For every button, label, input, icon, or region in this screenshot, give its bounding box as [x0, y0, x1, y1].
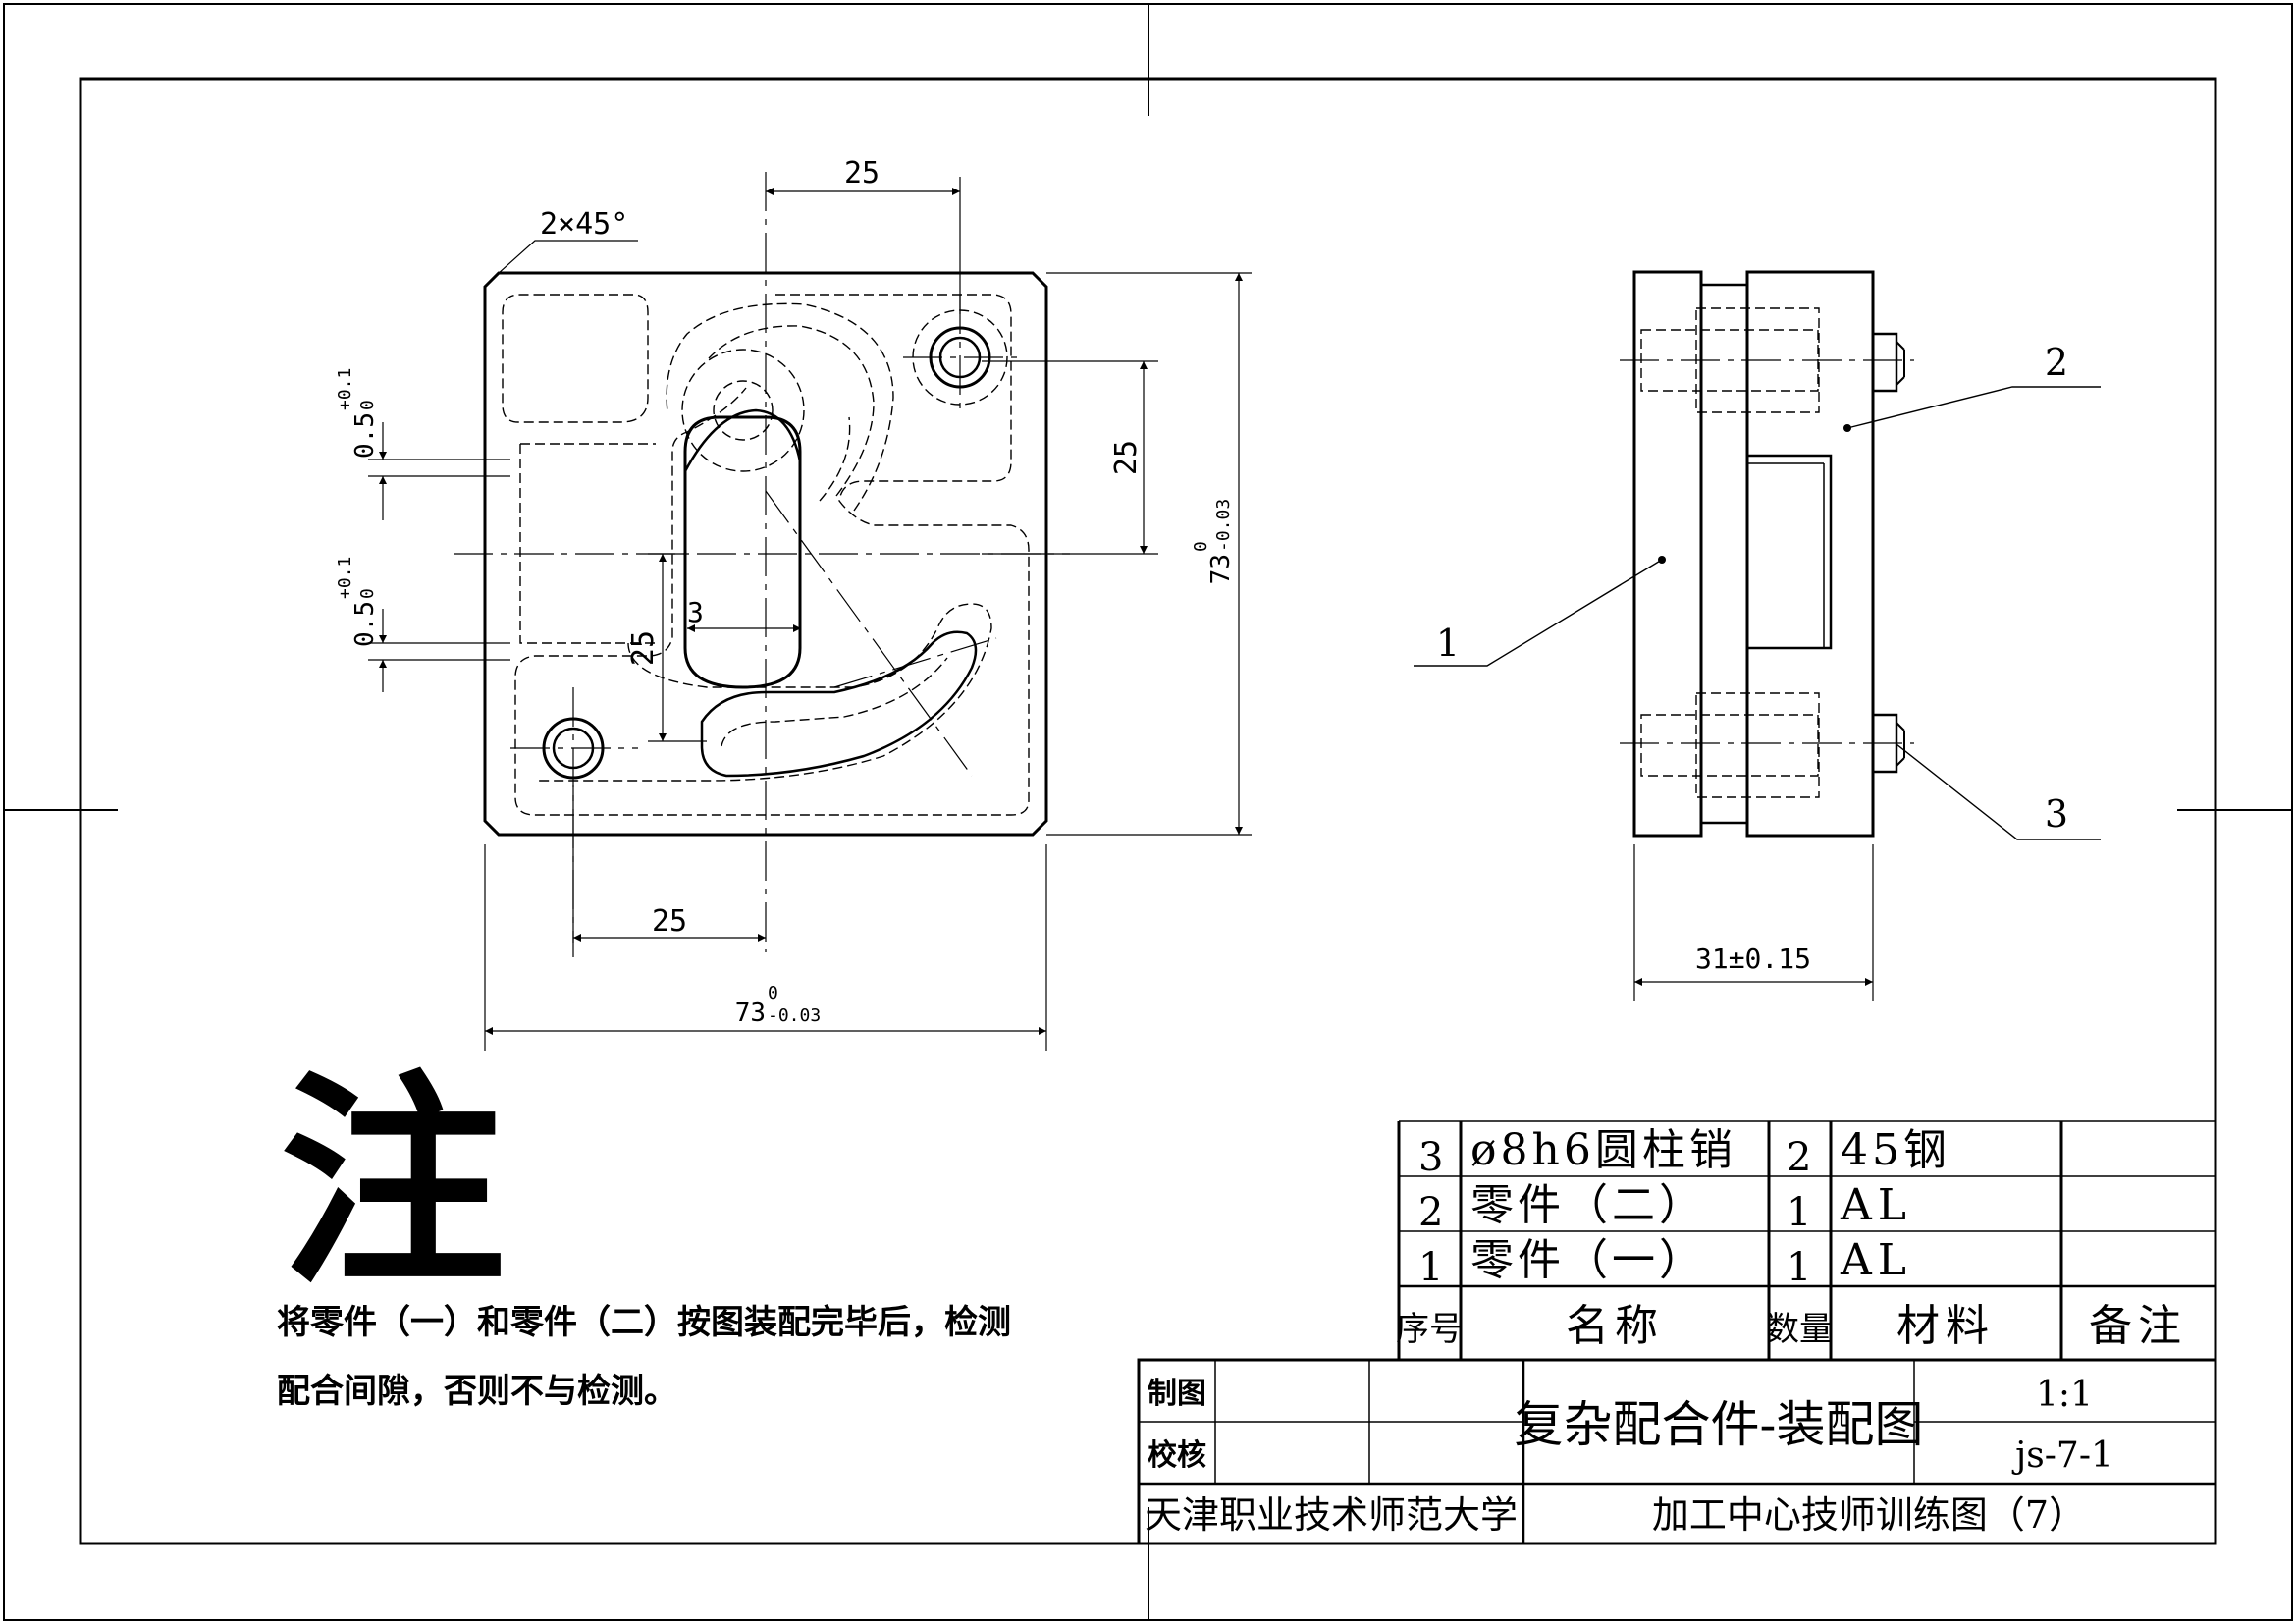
drawn-label: 制图	[1148, 1377, 1206, 1411]
scale: 1:1	[2036, 1375, 2093, 1415]
note-line-2: 配合间隙，否则不与检测。	[277, 1372, 677, 1411]
side-hidden-lines	[1640, 307, 1820, 798]
width-main: 73	[735, 999, 766, 1028]
bom-header-remark: 备注	[2089, 1301, 2187, 1351]
bom-row-2-material: AL	[1840, 1180, 1912, 1230]
side-center-lines	[1620, 359, 1914, 744]
gap-tol-upper-2: +0.1	[335, 557, 355, 599]
dimension-lines	[368, 177, 1252, 1051]
note-heading: 注	[280, 1051, 506, 1316]
dim-height-73: 73 0 -0.03	[1191, 499, 1236, 585]
dim-top-25: 25	[844, 156, 880, 190]
bom-row-3-material: AL	[1840, 1235, 1912, 1285]
note-line-1: 将零件（一）和零件（二）按图装配完毕后，检测	[277, 1303, 1011, 1342]
pin-upper	[1871, 332, 1905, 393]
dim-gap-lower: 0.5 +0.1 0	[335, 557, 380, 647]
arc-slot	[700, 630, 978, 778]
bom-row-1-name: ø8h6圆柱销	[1470, 1125, 1736, 1175]
width-tol-lower: -0.03	[768, 1005, 821, 1026]
dim-bottom-25: 25	[652, 904, 687, 939]
part-1-side	[1632, 270, 1703, 838]
pocket-side	[1745, 454, 1833, 650]
dim-width-73: 73 0 -0.03	[735, 983, 822, 1028]
drawing-title: 复杂配合件-装配图	[1515, 1396, 1924, 1453]
leaders	[1414, 386, 2101, 840]
bom-header-no: 序号	[1396, 1310, 1463, 1349]
slot-upper-arc	[683, 408, 802, 472]
balloon-1: 1	[1436, 622, 1460, 665]
dim-chamfer: 2×45°	[540, 207, 628, 242]
centering-marks	[4, 4, 2292, 1620]
bom-header-material: 材料	[1896, 1301, 1995, 1351]
slot-outline	[683, 415, 802, 689]
dim-slot-height: 25	[626, 630, 661, 666]
school-name: 天津职业技术师范大学	[1145, 1493, 1518, 1537]
balloon-2: 2	[2045, 341, 2068, 384]
gap-tol-lower-1: 0	[357, 400, 378, 410]
checked-label: 校核	[1148, 1438, 1206, 1473]
bom-header-qty: 数量	[1766, 1310, 1833, 1349]
dim-right-25: 25	[1109, 440, 1144, 475]
note-block: 注 将零件（一）和零件（二）按图装配完毕后，检测 配合间隙，否则不与检测。	[277, 1051, 1011, 1411]
gap-tol-lower-2: 0	[357, 588, 378, 599]
gap-main-2: 0.5	[350, 601, 380, 647]
hidden-pocket-lines	[502, 294, 1030, 816]
bom-row-2-name: 零件（二）	[1470, 1180, 1706, 1230]
bom-row-1-qty: 2	[1787, 1135, 1811, 1180]
dim-slot-width: 3	[687, 596, 704, 628]
gap-main-1: 0.5	[350, 412, 380, 459]
bom-header-name: 名称	[1566, 1301, 1664, 1351]
title-block: 制图 校核 复杂配合件-装配图 1:1 js-7-1 天津职业技术师范大学 加工…	[1137, 1358, 2217, 1545]
hidden-spiral-lines	[666, 302, 894, 512]
front-view: 25 25 2×45° 3 25 25 73 0 -0.03 73 0 -0.0…	[335, 156, 1252, 1051]
bom-row-2-qty: 1	[1787, 1190, 1811, 1235]
height-tol-lower: -0.03	[1213, 499, 1234, 552]
height-main: 73	[1206, 554, 1236, 584]
gap-tol-upper-1: +0.1	[335, 368, 355, 410]
drawing-series: 加工中心技师训练图（7）	[1652, 1493, 2086, 1537]
bom-row-3-qty: 1	[1787, 1245, 1811, 1290]
bom-row-3-name: 零件（一）	[1470, 1235, 1706, 1285]
dim-gap-upper: 0.5 +0.1 0	[335, 368, 380, 459]
balloon-3: 3	[2045, 792, 2068, 836]
height-tol-upper: 0	[1191, 541, 1211, 552]
side-view: 31±0.15 1 2 3	[1414, 270, 2101, 1001]
dim-side-thickness: 31±0.15	[1695, 943, 1811, 975]
plate-outline	[483, 271, 1048, 837]
bom-row-1-material: 45钢	[1841, 1125, 1950, 1175]
bom-row-2-no: 2	[1418, 1190, 1443, 1235]
bom-row-1-no: 3	[1418, 1135, 1443, 1180]
bom-row-3-no: 1	[1418, 1245, 1443, 1290]
part-2-side	[1745, 270, 1875, 838]
bom-table: 3 ø8h6圆柱销 2 45钢 2 零件（二） 1 AL 1 零件（一） 1 A…	[1396, 1120, 2216, 1360]
drawing-number: js-7-1	[2011, 1435, 2113, 1476]
width-tol-upper: 0	[768, 983, 778, 1003]
